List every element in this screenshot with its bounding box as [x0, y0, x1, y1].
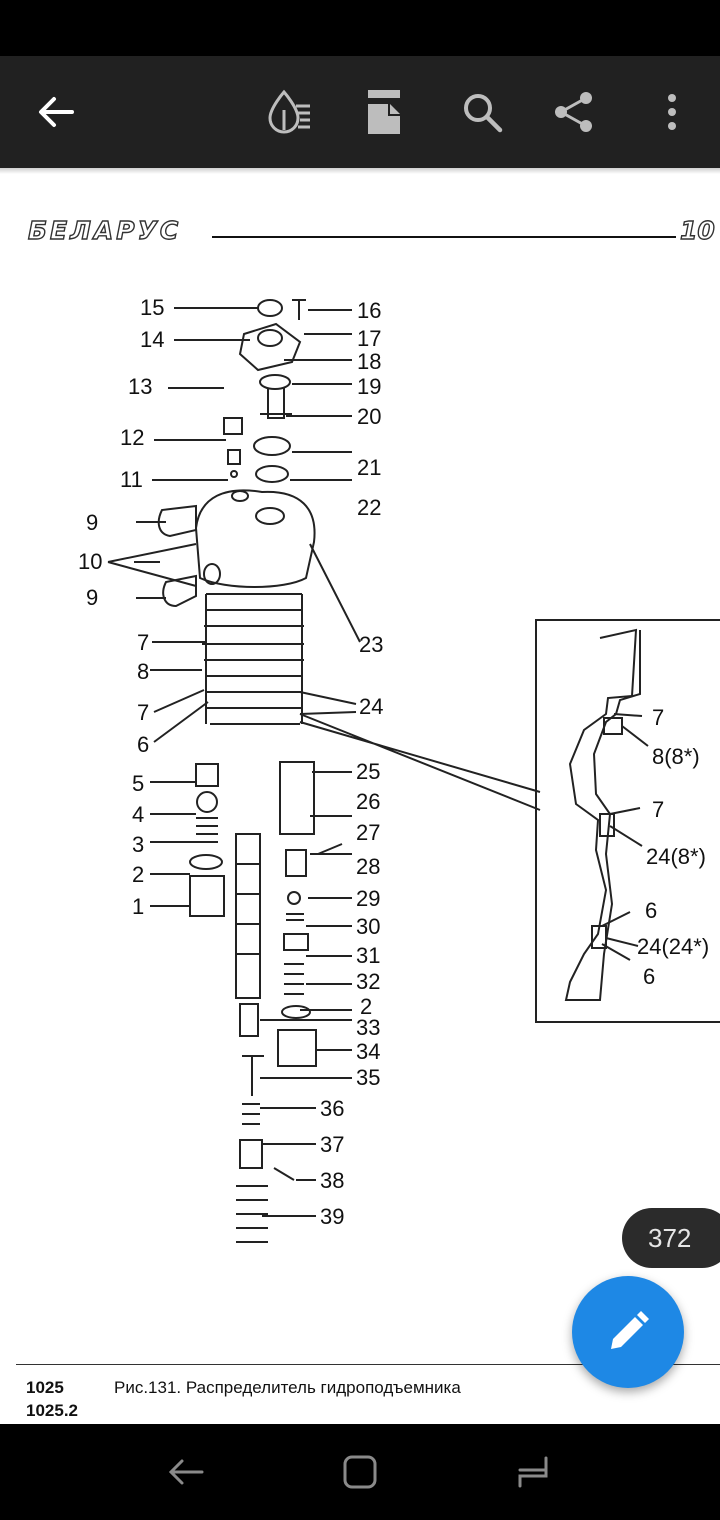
navigation-bar [0, 1424, 720, 1520]
label-4: 4 [132, 802, 144, 827]
label-13: 13 [128, 374, 152, 399]
label-2-right: 2 [360, 994, 372, 1019]
inset-label-8: 8(8*) [652, 744, 700, 769]
document-page[interactable]: БЕЛАРУС 10 [0, 174, 720, 1424]
inset-label-24b: 24(24*) [637, 934, 709, 959]
label-38: 38 [320, 1168, 344, 1193]
label-30: 30 [356, 914, 380, 939]
nav-recents-button[interactable] [484, 1424, 584, 1520]
inset-label-24a: 24(8*) [646, 844, 706, 869]
diagram-parts [107, 299, 720, 1243]
back-button[interactable] [20, 56, 92, 168]
label-5: 5 [132, 771, 144, 796]
label-1: 1 [132, 894, 144, 919]
label-23: 23 [359, 632, 383, 657]
label-10: 10 [78, 549, 102, 574]
brand-header: БЕЛАРУС [27, 215, 182, 245]
label-9-top: 9 [86, 510, 98, 535]
inset-labels: 7 8(8*) 7 24(8*) 6 24(24*) 6 [637, 705, 709, 989]
label-29: 29 [356, 886, 380, 911]
label-37: 37 [320, 1132, 344, 1157]
inset-label-6-bottom: 6 [643, 964, 655, 989]
search-icon [464, 94, 503, 133]
label-15: 15 [140, 295, 164, 320]
label-9-bottom: 9 [86, 585, 98, 610]
more-options-button[interactable] [636, 56, 708, 168]
label-3: 3 [132, 832, 144, 857]
label-8: 8 [137, 659, 149, 684]
label-12: 12 [120, 425, 144, 450]
page-reference: 10 [679, 215, 715, 245]
header-rule [212, 236, 676, 238]
label-22: 22 [357, 495, 381, 520]
model-number-2: 1025.2 [26, 1401, 78, 1420]
inset-label-6-top: 6 [645, 898, 657, 923]
back-nav-icon [168, 1459, 204, 1485]
label-19: 19 [357, 374, 381, 399]
label-24: 24 [359, 694, 383, 719]
status-bar [0, 0, 720, 56]
label-36: 36 [320, 1096, 344, 1121]
footer-rule [16, 1364, 720, 1365]
label-7-bottom: 7 [137, 700, 149, 725]
label-17: 17 [357, 326, 381, 351]
more-vert-icon [668, 94, 676, 130]
home-nav-icon [343, 1455, 377, 1489]
label-35: 35 [356, 1065, 380, 1090]
model-number-1: 1025 [26, 1378, 64, 1397]
reading-mode-icon [268, 89, 310, 134]
edit-pencil-icon [611, 1311, 649, 1349]
label-28: 28 [356, 854, 380, 879]
inset-label-7-mid: 7 [652, 797, 664, 822]
reading-mode-button[interactable] [252, 56, 324, 168]
label-18: 18 [357, 349, 381, 374]
label-2-left: 2 [132, 862, 144, 887]
figure-caption: Рис.131. Распределитель гидроподъемника [114, 1378, 461, 1397]
label-11: 11 [120, 467, 143, 492]
label-6: 6 [137, 732, 149, 757]
label-27: 27 [356, 820, 380, 845]
label-20: 20 [357, 404, 381, 429]
back-arrow-icon [39, 97, 74, 127]
label-16: 16 [357, 298, 381, 323]
label-14: 14 [140, 327, 164, 352]
page-layout-button[interactable] [348, 56, 420, 168]
label-39: 39 [320, 1204, 344, 1229]
app-bar-shadow [0, 168, 720, 174]
share-icon [555, 92, 592, 132]
label-33: 33 [356, 1015, 380, 1040]
label-26: 26 [356, 789, 380, 814]
nav-home-button[interactable] [310, 1424, 410, 1520]
label-32: 32 [356, 969, 380, 994]
part-labels: 15 16 17 14 18 13 19 20 12 21 11 22 9 10… [78, 295, 383, 1229]
search-button[interactable] [446, 56, 518, 168]
app-bar [0, 56, 720, 168]
label-7-top: 7 [137, 630, 149, 655]
label-25: 25 [356, 759, 380, 784]
page-number-badge: 372 [622, 1208, 720, 1268]
exploded-diagram: 15 16 17 14 18 13 19 20 12 21 11 22 9 10… [78, 295, 720, 1243]
nav-back-button[interactable] [136, 1424, 236, 1520]
edit-button[interactable] [572, 1276, 684, 1388]
label-34: 34 [356, 1039, 380, 1064]
label-21: 21 [357, 455, 381, 480]
recents-nav-icon [518, 1456, 548, 1488]
inset-label-7-top: 7 [652, 705, 664, 730]
label-31: 31 [356, 943, 380, 968]
page-layout-icon [368, 90, 400, 134]
share-button[interactable] [538, 56, 610, 168]
